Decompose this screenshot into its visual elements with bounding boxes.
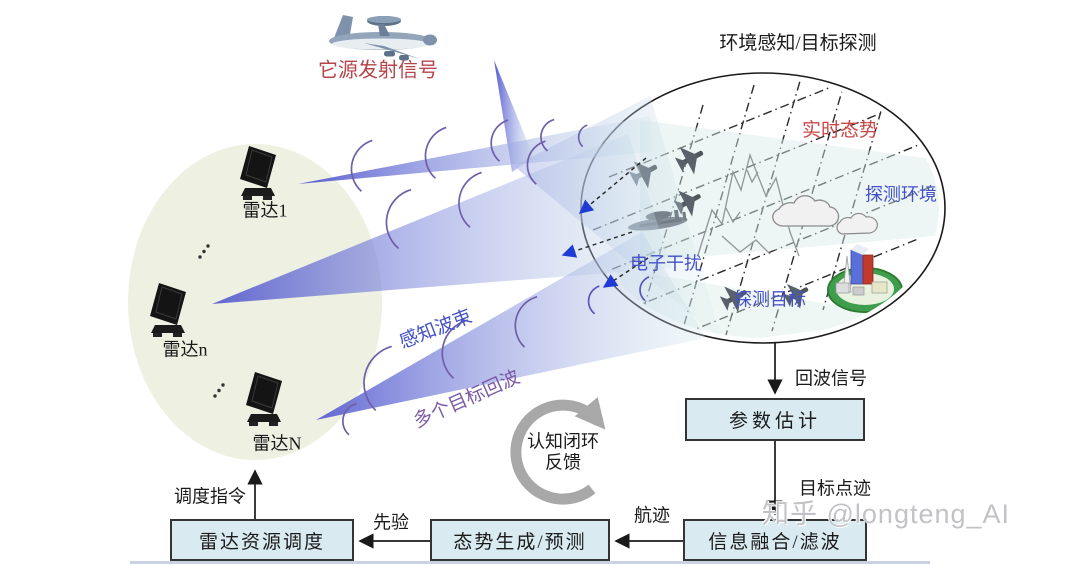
detect-target-label: 探测目标 [734, 289, 806, 310]
wavefront-arcs [342, 118, 650, 436]
radar1-beam [298, 116, 652, 184]
cognitive-loop-line1: 认知闭环 [527, 431, 599, 452]
realtime-situation-label: 实时态势 [801, 120, 879, 142]
cloud-icon-small [836, 212, 878, 235]
radarn-label: 雷达n [162, 339, 208, 360]
radar-scheduling-box: 雷达资源调度 [170, 519, 354, 561]
detect-environment-label: 探测环境 [865, 184, 937, 205]
cognitive-loop-line2: 反馈 [545, 452, 581, 472]
jamming-arrows [561, 157, 649, 288]
radarn-beam [212, 134, 672, 304]
echo-signal-label: 回波信号 [795, 368, 867, 389]
jamming-label: 电子干扰 [630, 253, 702, 274]
situation-generation-box: 态势生成/预测 [430, 519, 610, 561]
command-label: 调度指令 [174, 486, 246, 507]
city-buildings-icon [827, 244, 903, 313]
watermark: 知乎 @longteng_AI [762, 499, 1011, 529]
radar1-label: 雷达1 [242, 200, 288, 221]
radar-group-ellipse [128, 144, 382, 460]
cognitive-loop-label: 认知闭环 反馈 [527, 431, 599, 472]
radarN-label: 雷达N [252, 433, 302, 454]
parameter-estimation-box: 参数估计 [685, 398, 865, 441]
env-sensing-title: 环境感知/目标探测 [719, 33, 877, 55]
target-plots-label: 目标点迹 [799, 478, 871, 499]
track-label: 航迹 [634, 505, 670, 526]
prior-label: 先验 [373, 512, 409, 533]
mountain-sketch [697, 152, 800, 257]
information-fusion-box: 信息融合/滤波 [683, 519, 867, 561]
external-signal-label: 它源发射信号 [318, 59, 438, 82]
awacs-aircraft-icon [329, 15, 437, 61]
flow-arrows [247, 343, 783, 549]
cloud-icon [772, 195, 840, 227]
ellipsis-dots [198, 244, 225, 398]
bottom-edge-strip [130, 561, 930, 564]
radar-antenna-icons [149, 145, 283, 427]
feedback-loop-arrow [510, 397, 606, 505]
